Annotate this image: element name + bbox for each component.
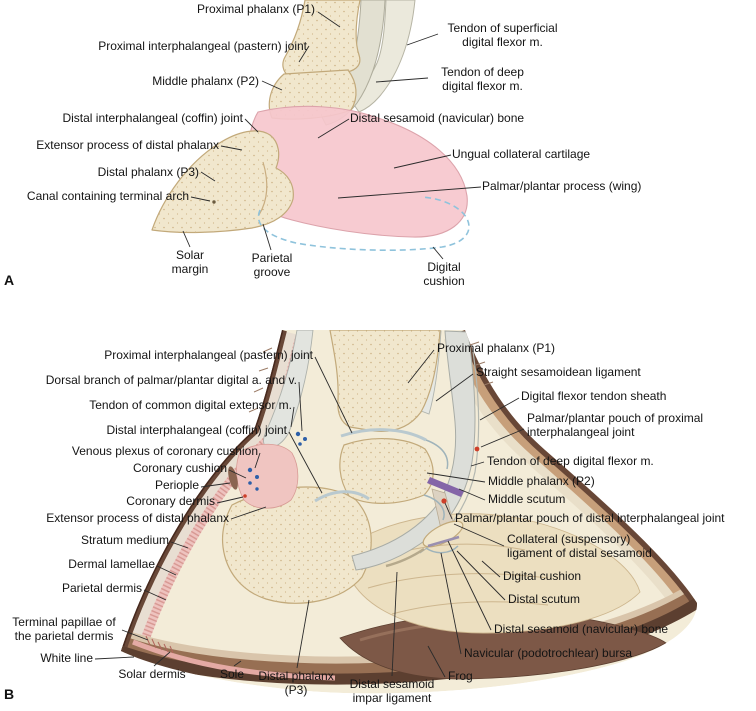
impar-ligament-line [385,547,425,568]
label-parietal-groove-a: Parietal groove [251,251,293,279]
label-parietal-dermis-b: Parietal dermis [61,581,142,595]
label-distal-phalanx-b: Distal phalanx (P3) [258,669,334,697]
label-middle-scutum-b: Middle scutum [488,492,566,506]
label-proximal-pouch-b: Palmar/plantar pouch of proximal interph… [527,411,704,439]
joint-spaces [314,428,449,521]
label-middle-phalanx-b: Middle phalanx (P2) [488,474,595,488]
hair-strokes [248,341,494,413]
label-sdf-tendon-a: Tendon of superficial digital flexor m. [447,21,558,49]
parietal-groove-line [258,161,268,216]
panel-a-letter: A [4,272,15,288]
label-coffin-joint-b: Distal interphalangeal (coffin) joint [106,423,287,437]
label-flexor-sheath-b: Digital flexor tendon sheath [521,389,667,403]
label-ungual-cartilage-a: Ungual collateral cartilage [452,147,591,161]
label-periople-b: Periople [154,478,199,492]
label-digital-cushion-a: Digital cushion [423,260,465,288]
label-terminal-arch-a: Canal containing terminal arch [26,189,189,203]
label-frog-b: Frog [448,669,473,683]
label-venous-plexus-b: Venous plexus of coronary cushion [71,444,258,458]
panel-a-art [151,0,482,260]
distal-scutum-line [427,535,460,548]
label-common-extensor-b: Tendon of common digital extensor m. [89,398,292,412]
label-coffin-joint-a: Distal interphalangeal (coffin) joint [62,111,243,125]
label-navicular-bone-b: Distal sesamoid (navicular) bone [494,622,669,636]
label-palmar-process-a: Palmar/plantar process (wing) [482,179,642,193]
coronary-cushion-shape [236,443,299,509]
solar-dermis-strip [132,639,336,681]
vessel-dots-blue [247,431,307,491]
label-straight-sesamoidean-b: Straight sesamoidean ligament [476,365,641,379]
label-collateral-ligament-b: Collateral (suspensory) ligament of dist… [507,532,652,560]
label-sole-b: Sole [219,667,245,681]
label-solar-dermis-b: Solar dermis [118,667,186,681]
label-distal-pouch-b: Palmar/plantar pouch of distal interphal… [455,511,725,525]
label-dermal-lamellae-b: Dermal lamellae [68,557,155,571]
terminal-papillae-comb [145,635,174,654]
panel-b-art [94,330,698,694]
label-white-line-b: White line [40,651,93,665]
label-impar-ligament-b: Distal sesamoid impar ligament [349,677,435,705]
label-digital-cushion-b: Digital cushion [503,569,582,583]
middle-scutum-shape [427,477,464,497]
label-middle-phalanx-a: Middle phalanx (P2) [152,74,259,88]
label-distal-phalanx-a: Distal phalanx (P3) [97,165,199,179]
label-dorsal-branch-b: Dorsal branch of palmar/plantar digital … [45,373,297,387]
pouch-dots-red [243,446,480,504]
leader-lines-b [94,349,525,678]
label-pastern-joint-a: Proximal interphalangeal (pastern) joint [98,39,307,53]
label-distal-scutum-b: Distal scutum [508,592,581,606]
label-stratum-medium-b: Stratum medium [80,533,169,547]
label-pastern-joint-b: Proximal interphalangeal (pastern) joint [104,348,313,362]
digital-cushion-dashed-outline [257,196,470,252]
periople-shape [228,466,238,490]
navicular-bursa-line [425,545,459,554]
terminal-arch-dot [212,200,216,204]
label-extensor-process-a: Extensor process of distal phalanx [36,138,219,152]
digital-cushion-shape [349,513,641,634]
label-ddf-tendon-b: Tendon of deep digital flexor m. [487,454,654,468]
label-navicular-bursa-b: Navicular (podotrochlear) bursa [464,646,633,660]
label-solar-margin-a: Solar margin [171,248,209,276]
label-terminal-papillae-b: Terminal papillae of the parietal dermis [12,615,116,643]
label-navicular-bone-a: Distal sesamoid (navicular) bone [350,111,525,125]
label-coronary-dermis-b: Coronary dermis [126,494,215,508]
panel-b-letter: B [4,686,15,702]
leader-lines-a [182,11,482,260]
label-coronary-cushion-b: Coronary cushion [132,461,227,475]
label-ddf-tendon-a: Tendon of deep digital flexor m. [441,65,524,93]
label-proximal-phalanx-a: Proximal phalanx (P1) [196,2,315,16]
label-proximal-phalanx-b: Proximal phalanx (P1) [437,341,556,355]
label-extensor-process-b: Extensor process of distal phalanx [46,511,229,525]
